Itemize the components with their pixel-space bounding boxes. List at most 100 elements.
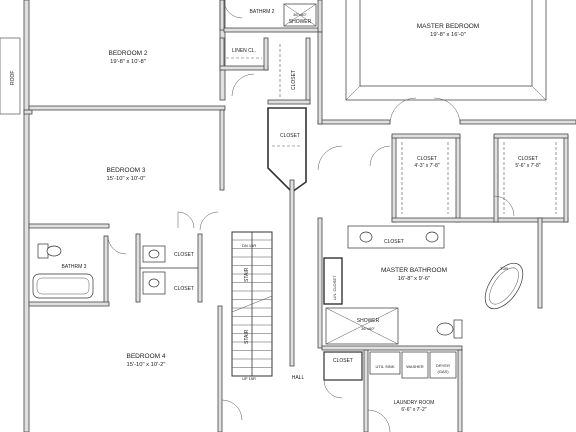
wall-bedroom3-bottom [28, 223, 110, 229]
linen-closet-label: LINEN CL. [232, 48, 256, 54]
wall-laundry-right [457, 349, 463, 432]
door-swing-bed3-a [177, 211, 195, 229]
mbath-toilet-bowl [436, 322, 454, 336]
wall-mcloset-left-right [455, 135, 461, 223]
wall-linen-bottom [219, 65, 269, 71]
tub-label: TUB [500, 266, 508, 271]
master-bedroom-name: MASTER BEDROOM [417, 23, 479, 30]
bedroom2-name: BEDROOM 2 [108, 50, 147, 57]
wall-master-bottom-left [317, 119, 391, 125]
wall-mbath-left [317, 217, 323, 349]
bathroom3-name: BATHRM 3 [62, 264, 87, 270]
wall-exterior-left [23, 0, 30, 432]
dryer-label: DRYER [436, 363, 450, 368]
util-sink-label: UTIL SINK [376, 364, 395, 369]
bedroom3-dims: 15'-10" x 10'-0" [107, 176, 146, 182]
stair-treads [232, 239, 272, 368]
stair-down-label: DN 15R [242, 243, 256, 248]
mcloset-left-label: CLOSET [417, 156, 437, 162]
master-tray-inner [359, 0, 533, 87]
door-swing-bed3-b [199, 211, 219, 231]
wall-left-inner [23, 109, 33, 115]
mbath-shower-size: 36"x60" [361, 326, 375, 331]
door-swing-small-closet [323, 379, 343, 399]
mcloset-right-dims: 5'-6" x 7'-8" [515, 163, 540, 169]
mbath-vanity-closet-label: CLOSET [384, 239, 404, 245]
wall-laundry-top [321, 345, 463, 351]
wall-master-left [317, 31, 323, 125]
door-swing-master-a [389, 97, 417, 125]
door-swing-mcloset-a [369, 145, 391, 167]
mbath-toilet-tank [453, 319, 463, 339]
bath3-toilet-bowl [46, 245, 62, 257]
dryer [429, 351, 457, 379]
door-swing-bed4 [221, 399, 243, 421]
roof-strip [0, 37, 21, 115]
washer [401, 351, 429, 379]
closet-label-lower: CLOSET [174, 286, 194, 292]
wall-hall-right-lower [289, 179, 295, 367]
wall-closet-stack-right [197, 233, 203, 303]
lin-closet-label: LIN. CLOSET [332, 275, 337, 300]
vcloset-label: CLOSET [291, 70, 297, 90]
hall-small-closet-label: CLOSET [333, 358, 353, 364]
wall-linen-right [263, 37, 269, 71]
door-swing-bath3 [107, 235, 127, 255]
mbath-sink-2 [425, 231, 439, 243]
wall-bath3-right [103, 235, 109, 305]
sink-upper-basin [148, 249, 160, 259]
laundry-dims: 6'-6" x 7'-2" [401, 407, 426, 413]
washer-label: WASHER [406, 364, 424, 369]
hall-small-closet [323, 351, 363, 381]
wall-mcloset-left-top [391, 133, 461, 139]
mbath-shower-diag-2 [325, 307, 399, 345]
sink-lower-basin [148, 278, 160, 288]
master-bathroom-dims: 16'-8" x 9'-6" [398, 276, 430, 282]
wall-vcloset-bottom [267, 99, 311, 105]
wall-mbath-right [537, 217, 543, 309]
closet-label-upper: CLOSET [174, 252, 194, 258]
wall-vcloset-right [305, 37, 311, 105]
wall-bath2-left [219, 0, 225, 31]
hall-label: HALL [292, 375, 305, 381]
wall-bath3-bottom [28, 301, 110, 307]
bath2-shower-size: 36"x60" [293, 12, 307, 17]
wall-bedroom2-bottom [28, 105, 226, 111]
mbath-tub-inner [489, 267, 519, 305]
wall-bath2-bottom [223, 27, 321, 33]
wall-bedroom3-right-upper [219, 109, 225, 191]
bath3-toilet-tank [37, 243, 49, 259]
wall-mcloset-right-left [493, 135, 499, 223]
mbath-sink-1 [359, 231, 373, 243]
tray-corner-br [531, 85, 547, 101]
mcloset-right-label: CLOSET [518, 156, 538, 162]
wall-master-bottom-right [459, 119, 576, 125]
bathroom2-name: BATHRM 2 [250, 9, 275, 15]
bath2-shower-diag-2 [283, 3, 317, 27]
bath2-shower-label: SHOWER [289, 19, 312, 25]
bedroom4-name: BEDROOM 4 [126, 353, 165, 360]
mcloset-left-dims: 4'-3" x 7'-8" [414, 163, 439, 169]
wall-bath2-right [317, 0, 323, 33]
door-swing-hall-a [231, 73, 255, 97]
door-swing-bath2 [223, 0, 243, 19]
bedroom2-dims: 19'-8" x 10'-8" [110, 59, 146, 65]
mbath-tub [484, 262, 524, 310]
door-swing-master-b [433, 97, 461, 125]
wall-closet-stack [135, 233, 141, 303]
mbath-shower-label: SHOWER [357, 318, 380, 324]
roof-label: ROOF [10, 71, 16, 85]
stair-label-upper: STAIR [244, 267, 250, 282]
master-bathroom-name: MASTER BATHROOM [381, 267, 447, 274]
dryer-gas-label: (GAS) [437, 369, 449, 374]
laundry-name: LAUNDRY ROOM [394, 400, 435, 406]
door-swing-laundry [367, 409, 391, 432]
wall-linen-left [219, 37, 225, 71]
hall-closet-label: CLOSET [280, 133, 300, 139]
stair-up-label: UP 15R [242, 376, 256, 381]
door-swing-mcloset-b [493, 195, 515, 217]
bedroom4-dims: 15'-10" x 10'-2" [127, 362, 166, 368]
wall-mcloset-right-right [563, 135, 569, 223]
tray-corner-bl [345, 85, 361, 101]
